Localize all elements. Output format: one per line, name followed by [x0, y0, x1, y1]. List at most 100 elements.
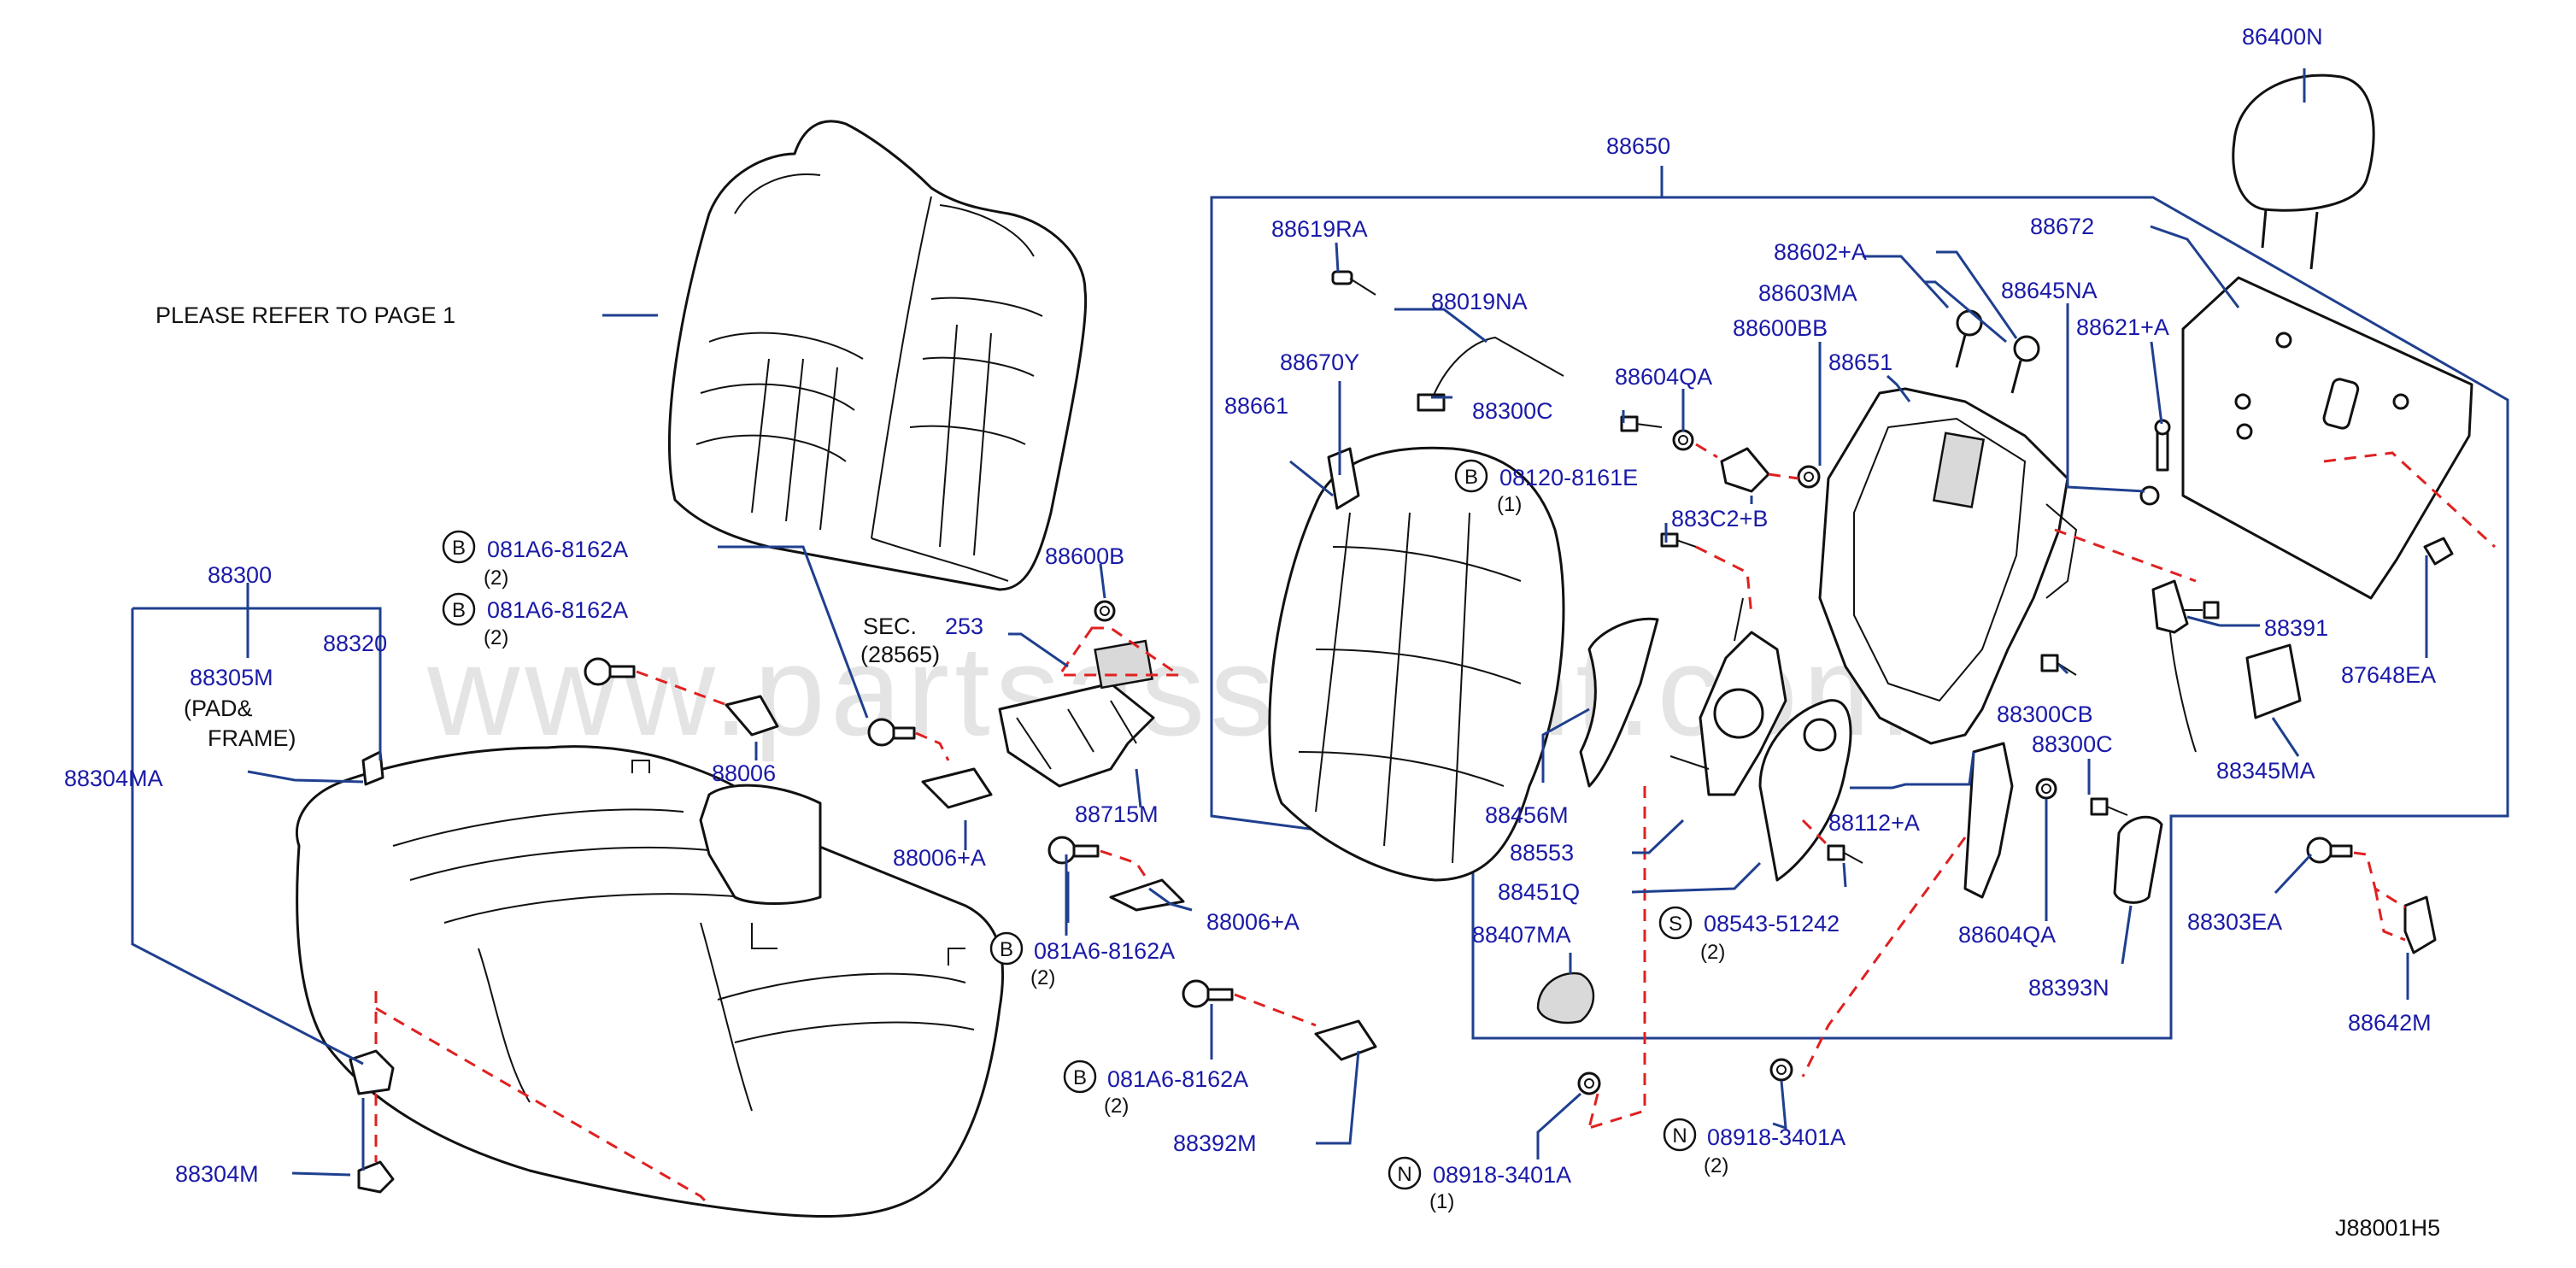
svg-text:S: S [1669, 913, 1682, 936]
qty-fastener-b4: (2) [1104, 1095, 1129, 1118]
label-88320: 88320 [323, 631, 387, 656]
label-88602A: 88602+A [1774, 239, 1867, 265]
bolt-88303EA [2306, 837, 2353, 864]
label-sec-sub: (28565) [860, 642, 940, 667]
label-88603MA: 88603MA [1758, 280, 1857, 306]
seatback-pad-88661 [1268, 446, 1565, 882]
label-fastener-b1: 081A6-8162A [487, 537, 628, 562]
label-88672: 88672 [2030, 214, 2094, 239]
qty-fastener-s1: (2) [1700, 941, 1725, 964]
label-88642M: 88642M [2348, 1010, 2432, 1036]
label-88006: 88006 [712, 760, 776, 786]
label-88304MA: 88304MA [64, 766, 163, 791]
qty-fastener-b5: (1) [1497, 493, 1522, 516]
clip-87648EA [2423, 537, 2454, 566]
label-88650: 88650 [1606, 133, 1670, 159]
label-88112A: 88112+A [1828, 810, 1920, 836]
svg-text:B: B [1464, 466, 1478, 489]
label-88393N: 88393N [2028, 975, 2110, 1001]
bolt-2 [867, 718, 916, 747]
label-fastener-b4: 081A6-8162A [1107, 1066, 1248, 1092]
bracket-88456M [1579, 617, 1659, 788]
label-88661: 88661 [1224, 393, 1288, 419]
symbol-b-4: B [1063, 1060, 1097, 1094]
symbol-n-1: N [1388, 1156, 1422, 1190]
label-88300: 88300 [208, 562, 272, 588]
svg-text:N: N [1397, 1163, 1411, 1186]
guide-88645NA [2139, 485, 2160, 506]
label-88407MA: 88407MA [1472, 922, 1571, 948]
bolt-4 [1182, 979, 1234, 1008]
label-88300C-mid: 88300C [2032, 731, 2113, 757]
label-fastener-n2: 08918-3401A [1707, 1124, 1845, 1150]
symbol-b-3: B [989, 931, 1024, 966]
label-88006A-1: 88006+A [893, 845, 986, 871]
label-fastener-n1: 08918-3401A [1433, 1162, 1571, 1188]
label-88619RA: 88619RA [1271, 216, 1368, 242]
bracket-88320 [361, 750, 384, 786]
bracket-88006 [725, 695, 779, 737]
nut-08918-1 [1577, 1071, 1601, 1095]
leader-lines [131, 68, 2428, 1177]
label-fastener-b3: 081A6-8162A [1034, 938, 1175, 964]
bracket-88642M [2403, 895, 2437, 954]
label-pad-frame-1: (PAD& [184, 696, 253, 721]
label-88604QA-top: 88604QA [1615, 364, 1712, 390]
qty-fastener-b1: (2) [484, 566, 508, 590]
pin-88621A [2154, 419, 2171, 472]
label-88304M: 88304M [175, 1161, 259, 1187]
seat-cushion-illustration [295, 745, 1005, 1218]
label-88651: 88651 [1828, 349, 1892, 375]
washer-88604QA-bot [2035, 778, 2057, 800]
label-88621A: 88621+A [2076, 314, 2169, 340]
label-88019NA: 88019NA [1431, 289, 1528, 314]
washer-88604QA [1672, 429, 1694, 451]
reference-note: PLEASE REFER TO PAGE 1 [155, 302, 455, 328]
label-88006A-2: 88006+A [1206, 909, 1300, 935]
label-88715M: 88715M [1075, 801, 1159, 827]
svg-text:B: B [452, 599, 466, 622]
qty-fastener-n2: (2) [1704, 1154, 1728, 1177]
seat-back-reference-illustration [668, 120, 1088, 591]
label-88645NA: 88645NA [2001, 278, 2098, 303]
knob-88603MA [2010, 335, 2040, 394]
label-fastener-s1: 08543-51242 [1704, 911, 1840, 936]
label-fastener-b2: 081A6-8162A [487, 597, 628, 623]
watermark: www.partsassistant.com [426, 619, 1915, 762]
label-sec-number: 253 [945, 613, 983, 639]
label-88300CB: 88300CB [1997, 702, 2093, 727]
qty-fastener-n1: (1) [1429, 1190, 1454, 1213]
recliner-88553 [1669, 597, 1787, 796]
label-87648EA: 87648EA [2341, 662, 2436, 688]
guide-883C2B [1720, 447, 1770, 493]
belt-guide-88391 [2151, 579, 2197, 753]
nut-88600B [1094, 600, 1116, 622]
label-883C2B: 883C2+B [1671, 506, 1768, 531]
frame-88651 [1818, 387, 2078, 745]
label-88300C-top: 88300C [1472, 398, 1553, 424]
qty-fastener-b3: (2) [1030, 966, 1055, 989]
symbol-b-2: B [442, 592, 476, 626]
bracket-88112A [1963, 742, 2014, 899]
cover-88393N [2113, 815, 2163, 904]
label-86400N: 86400N [2242, 24, 2323, 50]
nut-88600BB [1797, 465, 1821, 489]
qty-fastener-b2: (2) [484, 626, 508, 649]
label-88600BB: 88600BB [1733, 315, 1828, 341]
svg-text:B: B [1000, 938, 1013, 961]
svg-text:B: B [1073, 1066, 1087, 1089]
bracket-88006A-2 [1109, 878, 1185, 912]
label-88303EA: 88303EA [2187, 909, 2282, 935]
nut-08918-2 [1769, 1058, 1793, 1082]
label-88305M: 88305M [190, 665, 273, 690]
bolt-1 [584, 657, 636, 686]
bracket-88392M [1314, 1019, 1377, 1061]
label-88392M: 88392M [1173, 1130, 1257, 1156]
label-88604QA-bot: 88604QA [1958, 922, 2056, 948]
board-88672 [2181, 276, 2473, 600]
label-sec: SEC. [863, 613, 917, 639]
bolt-88391 [2183, 601, 2220, 619]
symbol-s-1: S [1658, 906, 1693, 940]
symbol-b-1: B [442, 530, 476, 564]
